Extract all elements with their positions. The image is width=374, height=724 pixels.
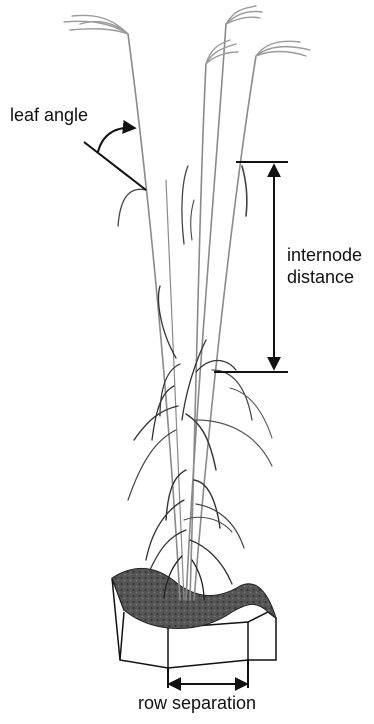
soil-block — [112, 568, 276, 668]
leaf-angle-arc-arrow — [98, 128, 134, 152]
leaf-angle-line — [84, 142, 146, 190]
leaf — [186, 414, 216, 470]
leaf — [146, 500, 184, 560]
internode-label-line1: internode — [287, 244, 362, 266]
internode-label-line2: distance — [287, 266, 362, 288]
leaf-angle-indicator — [84, 128, 146, 190]
leaf — [118, 189, 146, 226]
panicle — [206, 40, 238, 64]
leaf — [150, 530, 186, 570]
leaf-angle-label: leaf angle — [10, 104, 88, 126]
panicle — [256, 41, 310, 56]
leaf — [166, 470, 186, 520]
row-separation-label: row separation — [138, 692, 256, 714]
panicle — [226, 6, 262, 24]
leaf — [152, 386, 174, 440]
leaf — [134, 406, 178, 440]
leaf — [191, 200, 194, 240]
internode-distance-label: internode distance — [287, 244, 362, 288]
internode-distance-indicator — [214, 162, 288, 372]
leaf — [182, 166, 188, 244]
leaf — [242, 166, 247, 216]
panicle — [64, 15, 128, 34]
leaf — [212, 370, 252, 420]
